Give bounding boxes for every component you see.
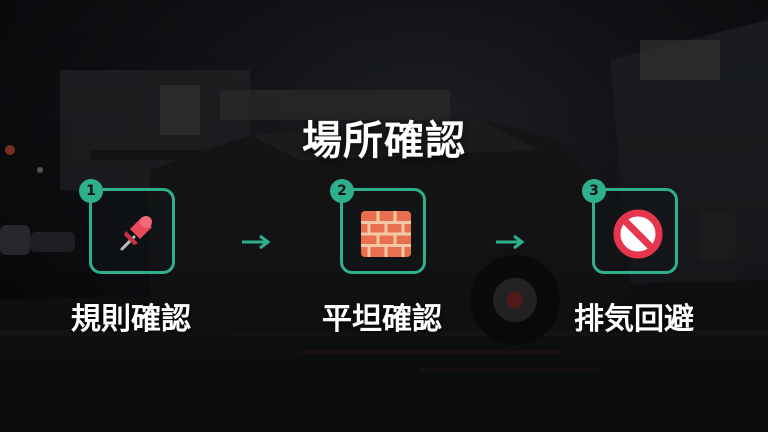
pushpin-icon [92, 191, 178, 277]
step-3: 3 排気回避 [544, 179, 724, 348]
step-2: 2 平坦確認 [292, 179, 472, 348]
arrow-right-icon [496, 234, 525, 250]
step-1: 1 規則確認 [41, 179, 221, 348]
step-1-badge: 1 [79, 179, 103, 203]
brick-icon [343, 191, 429, 277]
arrow-right-icon [242, 234, 271, 250]
step-2-label: 平坦確認 [322, 302, 442, 337]
step-2-badge: 2 [330, 179, 354, 203]
prohibited-icon [595, 191, 681, 277]
step-3-badge: 3 [582, 179, 606, 203]
step-1-tile [89, 188, 175, 274]
step-3-label: 排気回避 [574, 302, 694, 337]
step-1-label: 規則確認 [71, 302, 191, 337]
page-title: 場所確認 [302, 118, 466, 164]
step-2-tile [340, 188, 426, 274]
step-3-tile [592, 188, 678, 274]
